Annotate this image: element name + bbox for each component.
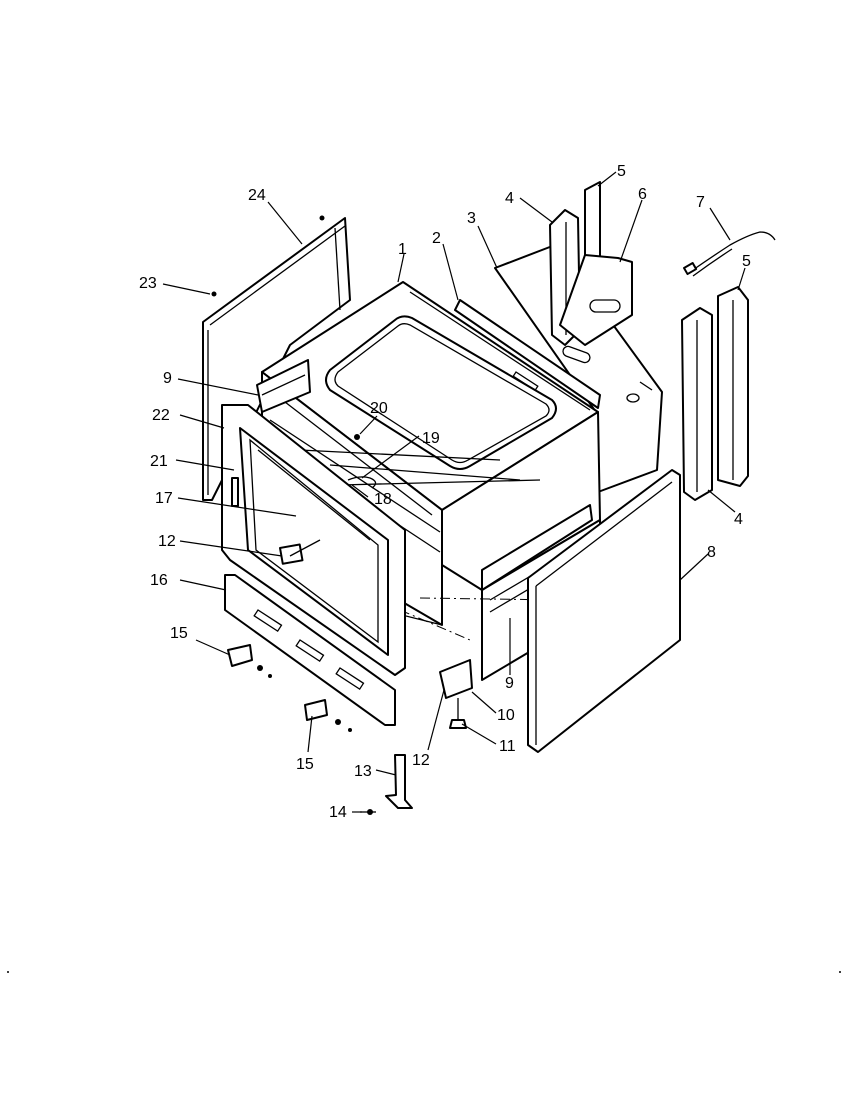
callout-10: 10 (497, 707, 515, 724)
callout-17: 17 (155, 490, 173, 507)
power-cord (683, 231, 776, 277)
vent-assembly (559, 254, 633, 364)
callout-15-left: 15 (170, 625, 188, 642)
callout-9-left: 9 (163, 370, 172, 387)
callout-6: 6 (638, 186, 647, 203)
leg-left (227, 644, 272, 678)
callout-5-upper: 5 (617, 163, 626, 180)
callout-21: 21 (150, 453, 168, 470)
leader-lines (162, 171, 746, 813)
rear-bracket-lower (681, 307, 713, 501)
side-trim-right (481, 504, 593, 591)
screw-20 (354, 434, 360, 440)
callout-12-right: 12 (412, 752, 430, 769)
leg-right (304, 699, 352, 732)
screw-23 (211, 291, 217, 297)
wire-harness (347, 476, 377, 489)
callout-19: 19 (422, 430, 440, 447)
callout-14: 14 (329, 804, 347, 821)
callout-13: 13 (354, 763, 372, 780)
callout-labels: 1 2 3 4 4 5 5 6 7 8 9 9 10 11 12 12 13 1… (139, 163, 751, 821)
callout-3: 3 (467, 210, 476, 227)
anti-tip-bracket (385, 754, 413, 809)
callout-8: 8 (707, 544, 716, 561)
rear-trim (454, 299, 601, 409)
callout-16: 16 (150, 572, 168, 589)
anti-tip-screw (360, 809, 376, 815)
callout-4-upper: 4 (505, 190, 514, 207)
callout-4-lower: 4 (734, 511, 743, 528)
callout-22: 22 (152, 407, 170, 424)
callout-1: 1 (398, 241, 407, 258)
end-cap-lower (717, 286, 749, 487)
leveling-leg (439, 659, 473, 729)
side-trim-left (256, 359, 311, 413)
callout-5-lower: 5 (742, 253, 751, 270)
callout-2: 2 (432, 230, 441, 247)
callout-20: 20 (370, 400, 388, 417)
callout-11: 11 (499, 738, 516, 755)
kick-panel (224, 574, 396, 726)
front-frame (221, 404, 406, 676)
callout-23: 23 (139, 275, 157, 292)
callout-7: 7 (696, 194, 705, 211)
right-side-panel (527, 469, 681, 753)
callout-18: 18 (374, 491, 392, 508)
callout-15-right: 15 (296, 756, 314, 773)
door-gasket (231, 477, 239, 507)
callout-12-left: 12 (158, 533, 176, 550)
callout-9-right: 9 (505, 675, 514, 692)
screw-24 (319, 215, 325, 221)
callout-24: 24 (248, 187, 266, 204)
